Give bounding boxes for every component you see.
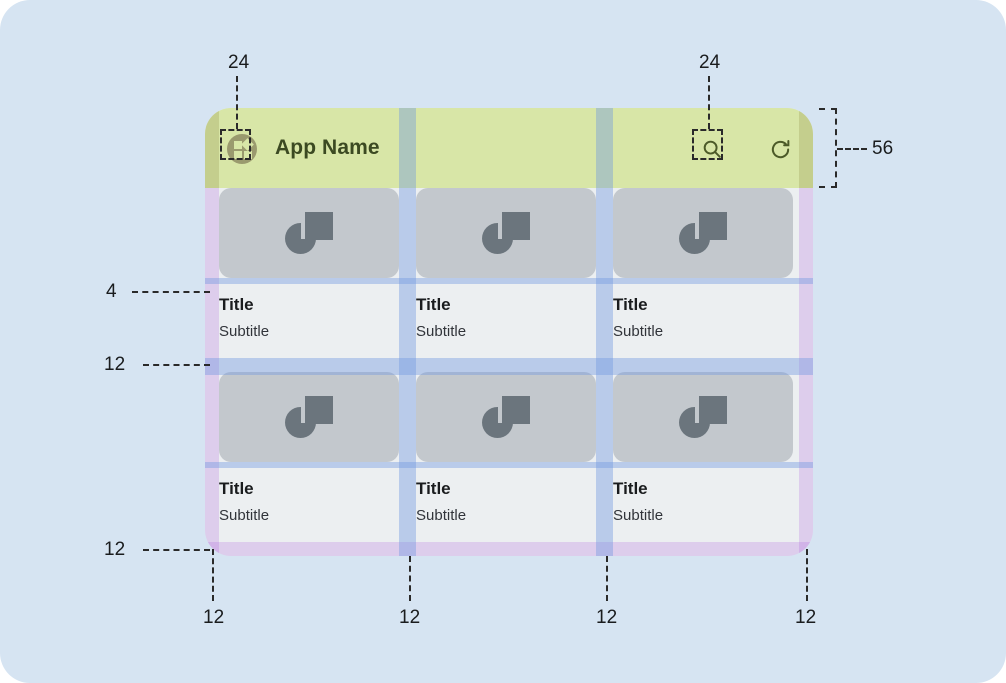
tile-card[interactable]: Title Subtitle (416, 372, 596, 548)
leader-line (708, 76, 710, 129)
tile-title: Title (613, 479, 648, 498)
tile-subtitle: Subtitle (416, 322, 467, 340)
tile-grid: Title Subtitle Title Subtitle (205, 188, 813, 556)
leader-line (143, 549, 210, 551)
image-placeholder-icon (285, 212, 333, 254)
tile-title: Title (219, 479, 254, 498)
tile-row: Title Subtitle Title Subtitle (205, 372, 813, 548)
tile-subtitle: Subtitle (219, 322, 270, 340)
app-surface: App Name (205, 108, 813, 556)
image-placeholder-icon (482, 212, 530, 254)
search-icon[interactable] (697, 134, 727, 164)
annotation-appbar-height: 56 (872, 138, 894, 159)
app-bar-actions (697, 134, 795, 164)
annotation-image-title-gap: 4 (106, 281, 117, 302)
annotation-row-gap: 12 (104, 354, 126, 375)
tile-image (219, 372, 399, 462)
tile-subtitle: Subtitle (416, 506, 467, 524)
app-bar-title: App Name (275, 136, 380, 159)
tile-subtitle: Subtitle (613, 322, 664, 340)
annotation-gutter-2: 12 (596, 607, 618, 628)
tile-image (416, 372, 596, 462)
image-placeholder-icon (679, 396, 727, 438)
tile-title: Title (613, 295, 648, 314)
refresh-icon[interactable] (765, 134, 795, 164)
leader-line (143, 364, 210, 366)
annotation-gutter-1: 12 (399, 607, 421, 628)
tile-title: Title (416, 479, 451, 498)
leader-line (132, 291, 210, 293)
leader-line (806, 549, 808, 601)
tile-card[interactable]: Title Subtitle (219, 372, 399, 548)
image-placeholder-icon (482, 396, 530, 438)
image-placeholder-icon (679, 212, 727, 254)
tile-title: Title (219, 295, 254, 314)
annotation-right-padding: 12 (795, 607, 817, 628)
app-grid-avatar-icon (227, 134, 257, 164)
annotation-touch-target-left: 24 (228, 52, 250, 73)
tile-subtitle: Subtitle (219, 506, 270, 524)
tile-title: Title (416, 295, 451, 314)
annotation-left-padding: 12 (203, 607, 225, 628)
leader-line (236, 76, 238, 129)
tile-card[interactable]: Title Subtitle (416, 188, 596, 364)
tile-row: Title Subtitle Title Subtitle (205, 188, 813, 364)
tile-image (613, 372, 793, 462)
app-bar: App Name (205, 108, 813, 188)
tile-image (219, 188, 399, 278)
leader-line (212, 549, 214, 601)
leader-line (606, 556, 608, 601)
leader-line (837, 148, 867, 150)
tile-image (613, 188, 793, 278)
app-bar-leading-icon[interactable] (227, 134, 257, 164)
annotation-bottom-padding: 12 (104, 539, 126, 560)
appbar-height-bracket (819, 108, 837, 188)
tile-card[interactable]: Title Subtitle (613, 372, 793, 548)
tile-card[interactable]: Title Subtitle (613, 188, 793, 364)
tile-image (416, 188, 596, 278)
tile-subtitle: Subtitle (613, 506, 664, 524)
image-placeholder-icon (285, 396, 333, 438)
tile-card[interactable]: Title Subtitle (219, 188, 399, 364)
leader-line (409, 556, 411, 601)
annotation-touch-target-right: 24 (699, 52, 721, 73)
